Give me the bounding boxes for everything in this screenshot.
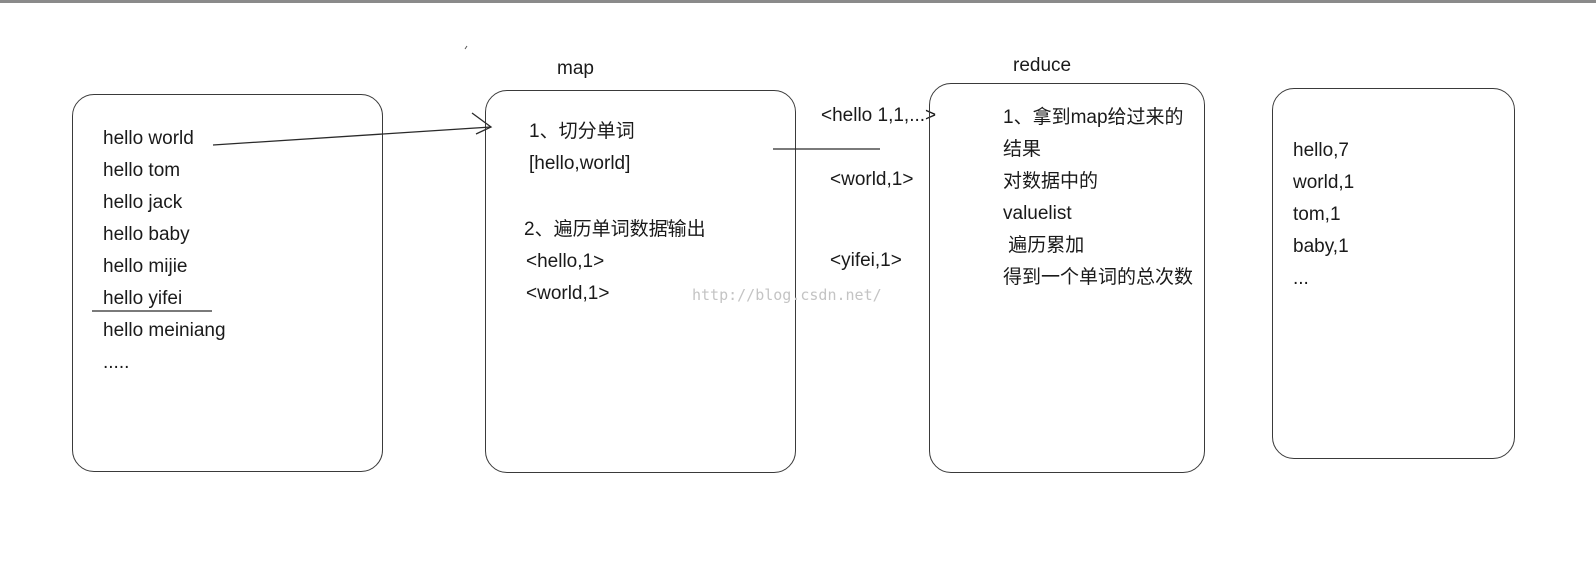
input-box: [72, 94, 383, 472]
reduce-box: [929, 83, 1205, 473]
input-line: hello yifei: [103, 288, 183, 309]
reduce-line: valuelist: [1003, 203, 1072, 224]
reduce-line: 对数据中的: [1003, 171, 1099, 192]
output-line: hello,7: [1293, 140, 1349, 161]
shuffle-label-world: <world,1>: [830, 169, 914, 190]
output-line: world,1: [1293, 172, 1355, 193]
reduce-title: reduce: [1013, 55, 1072, 76]
input-line: hello mijie: [103, 256, 188, 277]
map-output-world: <world,1>: [526, 283, 610, 304]
reduce-line: 得到一个单词的总次数: [1003, 267, 1194, 288]
input-lines: hello world hello tom hello jack hello b…: [103, 123, 226, 379]
map-box: [485, 90, 796, 473]
output-line: ...: [1293, 268, 1309, 289]
reduce-lines: 1、拿到map给过来的 结果 对数据中的 valuelist 遍历累加 得到一个…: [1003, 102, 1193, 294]
output-line: tom,1: [1293, 204, 1341, 225]
watermark: http://blog.csdn.net/: [692, 286, 882, 304]
shuffle-label-hello: <hello 1,1,...>: [821, 105, 937, 126]
input-line: hello jack: [103, 192, 183, 213]
input-line: .....: [103, 352, 130, 373]
input-line: hello tom: [103, 160, 181, 181]
map-title: map: [557, 58, 594, 79]
map-step1-example: [hello,world]: [529, 153, 631, 174]
top-border: [0, 0, 1596, 3]
input-line: hello meiniang: [103, 320, 226, 341]
map-step1: 1、切分单词: [529, 121, 635, 142]
stray-mark: [464, 45, 468, 50]
map-output-hello: <hello,1>: [526, 251, 605, 272]
output-box: [1272, 88, 1515, 459]
reduce-line: 遍历累加: [1003, 235, 1085, 256]
reduce-line: 1、拿到map给过来的: [1003, 107, 1184, 128]
output-lines: hello,7 world,1 tom,1 baby,1 ...: [1293, 135, 1354, 295]
input-line: hello baby: [103, 224, 190, 245]
reduce-line: 结果: [1003, 139, 1042, 160]
output-line: baby,1: [1293, 236, 1349, 257]
shuffle-label-yifei: <yifei,1>: [830, 250, 902, 271]
input-line: hello world: [103, 128, 194, 149]
map-step2: 2、遍历单词数据输出: [524, 219, 706, 240]
